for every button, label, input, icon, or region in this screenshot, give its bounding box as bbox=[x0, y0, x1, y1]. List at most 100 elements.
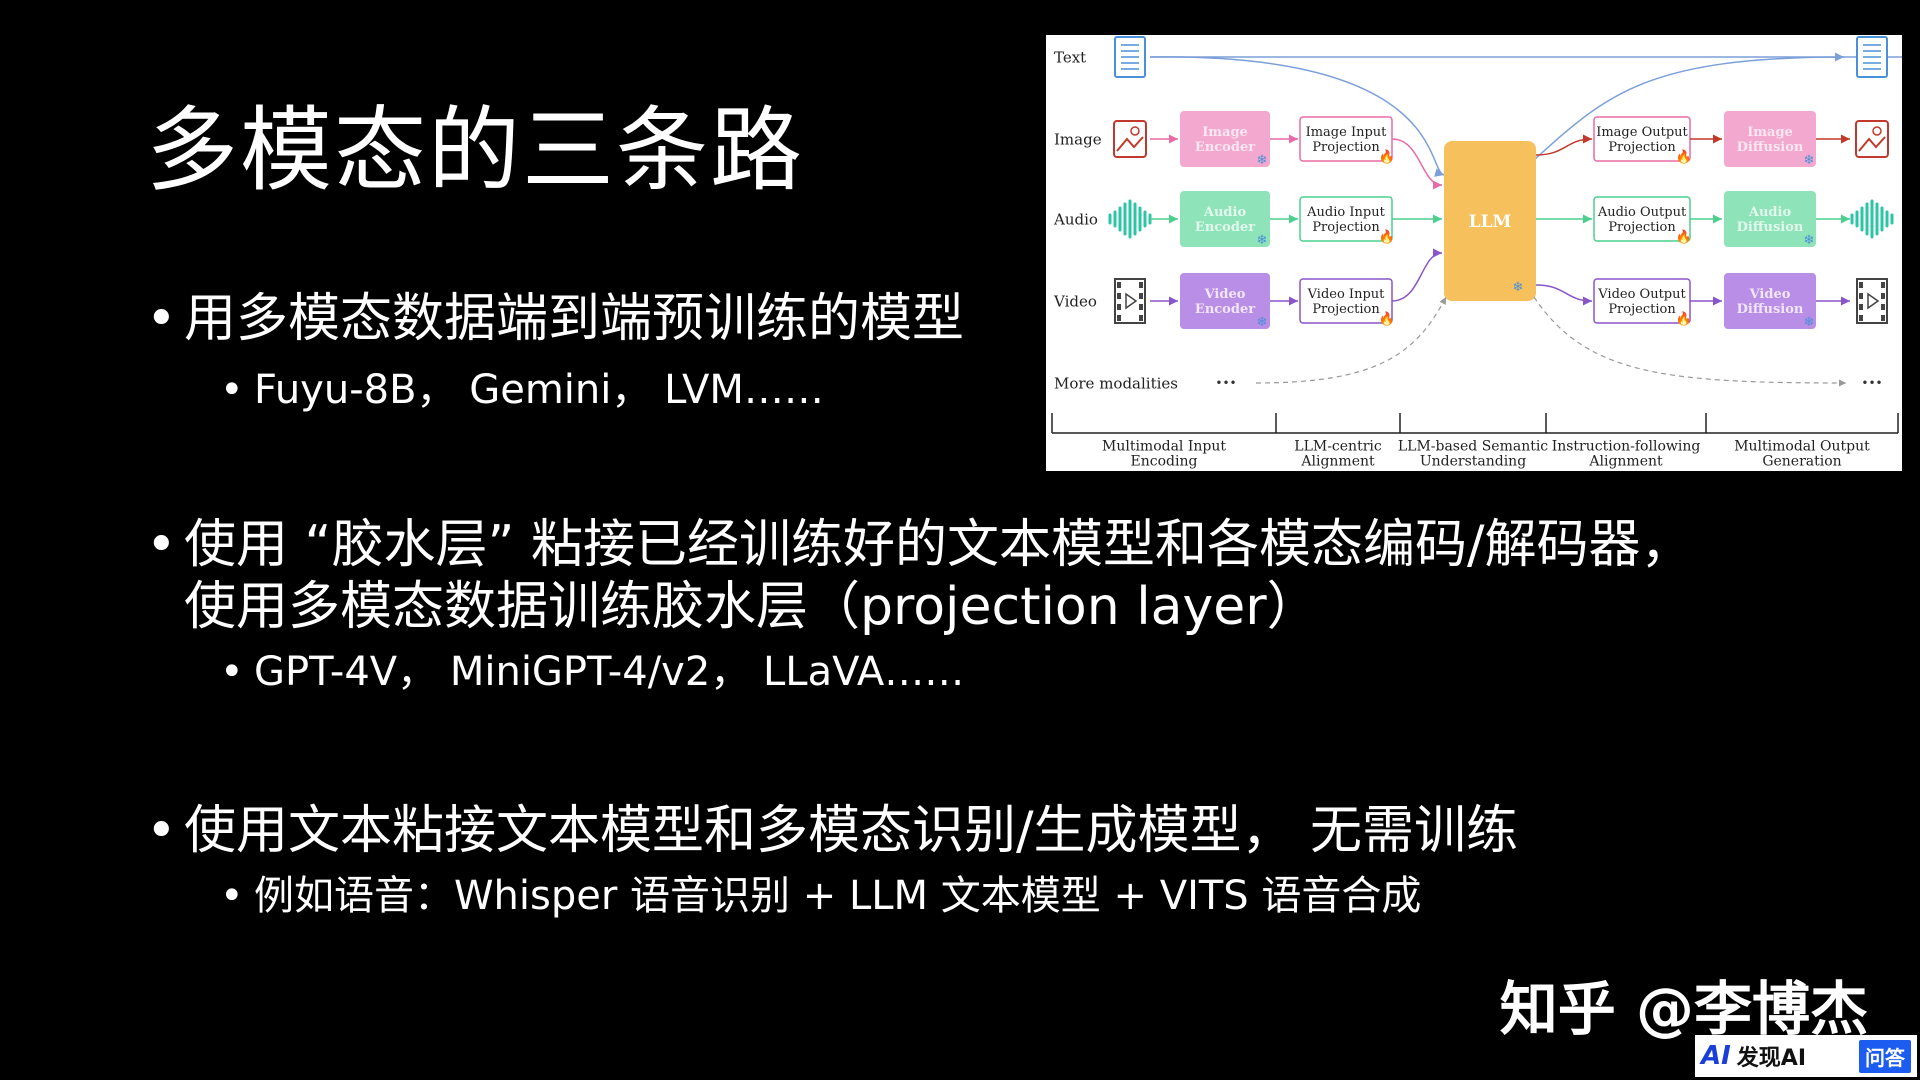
more-in-ellipsis: ••• bbox=[1215, 376, 1236, 390]
more-out-ellipsis: ••• bbox=[1861, 376, 1882, 390]
image-from-llm bbox=[1535, 134, 1593, 156]
video-out-icon-hole bbox=[1859, 315, 1863, 321]
bullet-3-text: 使用文本粘接文本模型和多模态识别/生成模型， 无需训练 bbox=[184, 801, 1519, 861]
llm-block bbox=[1444, 141, 1536, 301]
video-out-icon-hole bbox=[1859, 282, 1863, 288]
row-label-audio: Audio bbox=[1053, 210, 1098, 228]
audio-encoder-frozen-icon: ❄ bbox=[1257, 233, 1268, 248]
video-out-icon-hole bbox=[1881, 293, 1885, 299]
row-label-text: Text bbox=[1054, 48, 1086, 66]
image-to-llm bbox=[1391, 138, 1443, 190]
video-to-llm bbox=[1391, 248, 1443, 302]
bullet-1-text: 用多模态数据端到端预训练的模型 bbox=[184, 289, 965, 349]
video-input-projection-trainable-icon: 🔥 bbox=[1379, 311, 1395, 327]
text-to-llm bbox=[1149, 56, 1445, 177]
video-in-icon-play bbox=[1125, 292, 1138, 310]
video-out-icon-hole bbox=[1881, 282, 1885, 288]
audio-input-projection-trainable-icon: 🔥 bbox=[1379, 229, 1395, 245]
bullet-dot: • bbox=[146, 515, 177, 575]
bullet-2-line2: 使用多模态数据训练胶水层（projection layer） bbox=[184, 577, 1319, 637]
badge-logo: AI bbox=[1701, 1041, 1731, 1071]
bullet-3-sub-text: 例如语音：Whisper 语音识别 + LLM 文本模型 + VITS 语音合成 bbox=[254, 873, 1422, 919]
llm-to-text bbox=[1533, 52, 1845, 161]
image-in-icon bbox=[1113, 120, 1147, 158]
bullet-3-sub: • 例如语音：Whisper 语音识别 + LLM 文本模型 + VITS 语音… bbox=[220, 872, 1421, 920]
badge-button[interactable]: 问答 bbox=[1859, 1039, 1911, 1073]
llm-label: LLM bbox=[1469, 212, 1512, 232]
video-in-icon-hole bbox=[1139, 282, 1143, 288]
bullet-2-sub: • GPT-4V， MiniGPT-4/v2， LLaVA…… bbox=[220, 648, 964, 696]
watermark: 知乎 @李博杰 bbox=[1499, 975, 1868, 1043]
video-in-icon-hole bbox=[1117, 282, 1121, 288]
audio-diffusion-frozen-icon: ❄ bbox=[1804, 233, 1815, 248]
image-in-icon-sun bbox=[1130, 126, 1140, 136]
video-out-icon-hole bbox=[1881, 315, 1885, 321]
audio-diffusion bbox=[1724, 191, 1816, 247]
audio-output-projection-trainable-icon: 🔥 bbox=[1676, 229, 1692, 245]
video-in-icon-hole bbox=[1117, 304, 1121, 310]
audio-encoder bbox=[1180, 191, 1270, 247]
image-out-icon-sun bbox=[1872, 126, 1882, 136]
bullet-2-line1: 使用 “胶水层” 粘接已经训练好的文本模型和各模态编码/解码器， bbox=[184, 515, 1693, 575]
bullet-2: • 使用 “胶水层” 粘接已经训练好的文本模型和各模态编码/解码器， 使用多模态… bbox=[146, 514, 1692, 638]
bullet-dot: • bbox=[146, 801, 177, 861]
video-diffusion-frozen-icon: ❄ bbox=[1804, 315, 1815, 330]
image-encoder bbox=[1180, 111, 1270, 167]
bullet-1: • 用多模态数据端到端预训练的模型 bbox=[146, 288, 964, 350]
image-out-icon bbox=[1855, 120, 1889, 158]
video-out-icon-hole bbox=[1859, 293, 1863, 299]
bullet-1-sub: • Fuyu-8B， Gemini， LVM…… bbox=[220, 366, 824, 414]
video-diffusion bbox=[1724, 273, 1816, 329]
bullet-3: • 使用文本粘接文本模型和多模态识别/生成模型， 无需训练 bbox=[146, 800, 1518, 862]
image-diffusion-frozen-icon: ❄ bbox=[1804, 153, 1815, 168]
video-encoder-frozen-icon: ❄ bbox=[1257, 315, 1268, 330]
slide-title: 多模态的三条路 bbox=[146, 97, 805, 204]
llm-frozen-icon: ❄ bbox=[1513, 280, 1524, 295]
row-label-video: Video bbox=[1053, 292, 1097, 310]
bullet-1-sub-text: Fuyu-8B， Gemini， LVM…… bbox=[254, 367, 824, 413]
video-in-icon-hole bbox=[1139, 315, 1143, 321]
image-out-icon-mountain bbox=[1858, 136, 1886, 152]
sub-bullet-dot: • bbox=[220, 873, 244, 919]
llm-to-more bbox=[1533, 296, 1847, 387]
image-encoder-frozen-icon: ❄ bbox=[1257, 153, 1268, 168]
video-in-icon-hole bbox=[1117, 315, 1121, 321]
site-badge[interactable]: AI 发现AI 问答 bbox=[1695, 1035, 1917, 1077]
video-in-icon-hole bbox=[1117, 293, 1121, 299]
bullet-dot: • bbox=[146, 289, 177, 349]
badge-text: 发现AI bbox=[1736, 1046, 1807, 1071]
image-in-icon-mountain bbox=[1116, 136, 1144, 152]
video-from-llm bbox=[1535, 284, 1593, 306]
video-in-icon-hole bbox=[1139, 293, 1143, 299]
image-diffusion bbox=[1724, 111, 1816, 167]
image-output-projection-trainable-icon: 🔥 bbox=[1676, 149, 1692, 165]
video-in-icon-hole bbox=[1139, 304, 1143, 310]
sub-bullet-dot: • bbox=[220, 367, 244, 413]
sub-bullet-dot: • bbox=[220, 649, 244, 695]
row-label-more: More modalities bbox=[1054, 374, 1178, 392]
bullet-2-sub-text: GPT-4V， MiniGPT-4/v2， LLaVA…… bbox=[254, 649, 965, 695]
video-out-icon-hole bbox=[1859, 304, 1863, 310]
video-out-icon-hole bbox=[1881, 304, 1885, 310]
image-input-projection-trainable-icon: 🔥 bbox=[1379, 149, 1395, 165]
video-encoder bbox=[1180, 273, 1270, 329]
video-out-icon-play bbox=[1867, 292, 1880, 310]
video-output-projection-trainable-icon: 🔥 bbox=[1676, 311, 1692, 327]
